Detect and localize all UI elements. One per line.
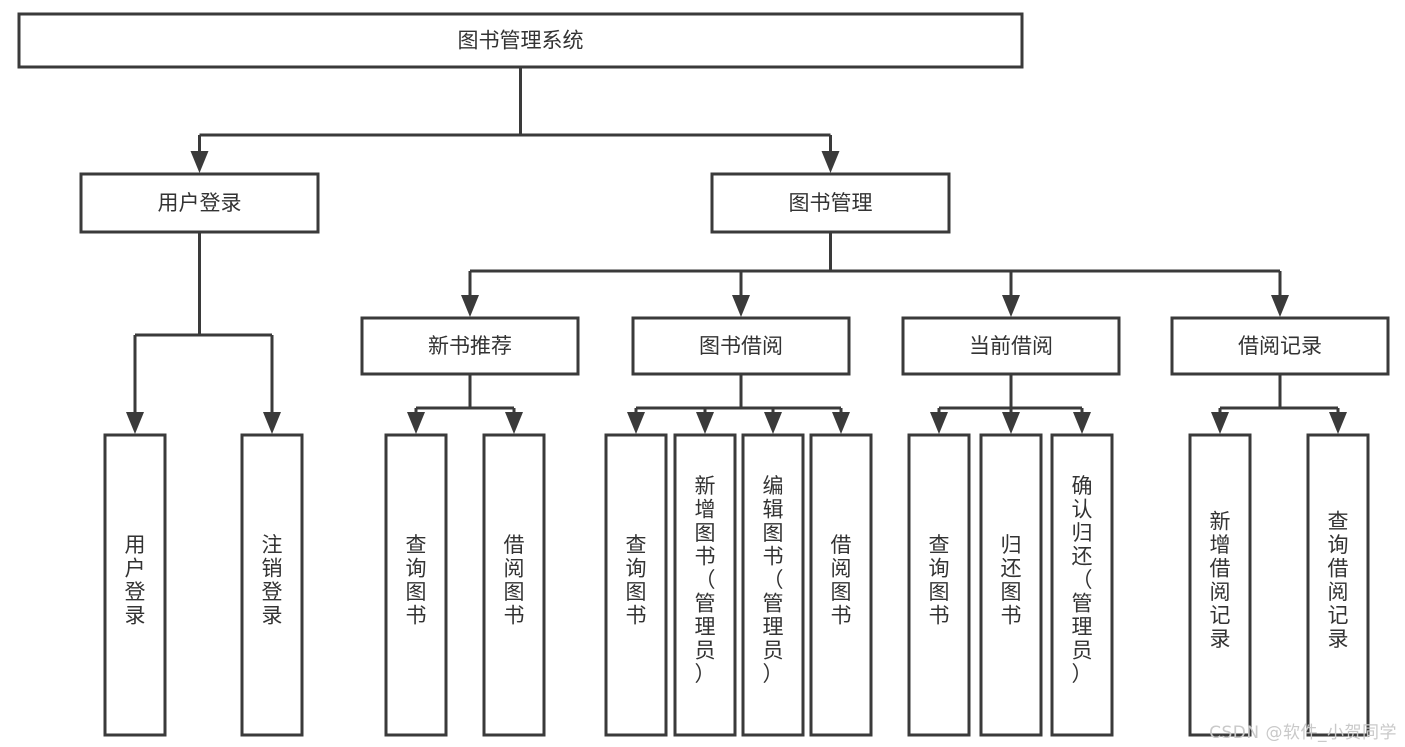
arrow-head-icon — [407, 412, 425, 434]
node-label: 用户登录 — [158, 191, 242, 215]
node-book-manage[interactable]: 图书管理 — [710, 172, 951, 234]
node-label: 图书管理 — [789, 191, 873, 215]
node-label: 查询图书 — [406, 533, 427, 628]
arrow-head-icon — [1211, 412, 1229, 434]
arrow-head-icon — [1002, 412, 1020, 434]
node-user-login-do[interactable]: 用户登录 — [103, 433, 167, 737]
arrow-head-icon — [461, 295, 479, 317]
node-label: 查询图书 — [626, 533, 647, 628]
node-box — [1050, 433, 1114, 737]
node-box — [901, 316, 1121, 376]
node-label: 确认归还（管理员） — [1072, 474, 1093, 686]
node-box — [809, 433, 873, 737]
node-cb-confirm-return[interactable]: 确认归还（管理员） — [1050, 433, 1114, 737]
node-box — [907, 433, 971, 737]
node-cb-return-book[interactable]: 归还图书 — [979, 433, 1043, 737]
node-box — [482, 433, 546, 737]
node-br-query-record[interactable]: 查询借阅记录 — [1306, 433, 1370, 737]
node-box — [741, 433, 805, 737]
arrow-head-icon — [627, 412, 645, 434]
node-box — [103, 433, 167, 737]
node-bb-query-book[interactable]: 查询图书 — [604, 433, 668, 737]
node-box — [631, 316, 851, 376]
node-box — [979, 433, 1043, 737]
node-user-logout[interactable]: 注销登录 — [240, 433, 304, 737]
node-label: 图书管理系统 — [458, 29, 584, 53]
arrow-head-icon — [696, 412, 714, 434]
node-box — [1170, 316, 1390, 376]
node-label: 查询图书 — [929, 533, 950, 628]
arrow-head-icon — [832, 412, 850, 434]
node-label: 编辑图书（管理员） — [763, 474, 784, 686]
node-box — [1188, 433, 1252, 737]
node-box — [360, 316, 580, 376]
node-br-add-record[interactable]: 新增借阅记录 — [1188, 433, 1252, 737]
node-box — [17, 12, 1024, 69]
node-new-book-recommend[interactable]: 新书推荐 — [360, 316, 580, 376]
node-box — [604, 433, 668, 737]
node-nbr-borrow-book[interactable]: 借阅图书 — [482, 433, 546, 737]
node-label: 注销登录 — [262, 533, 283, 628]
arrow-head-icon — [732, 295, 750, 317]
arrow-head-icon — [190, 151, 209, 173]
node-box — [384, 433, 448, 737]
arrow-head-icon — [1329, 412, 1347, 434]
arrow-head-icon — [1271, 295, 1289, 317]
arrow-head-icon — [821, 151, 840, 173]
arrow-head-icon — [263, 412, 281, 434]
node-root[interactable]: 图书管理系统 — [17, 12, 1024, 69]
node-label: 查询借阅记录 — [1328, 509, 1349, 651]
arrow-head-icon — [126, 412, 144, 434]
node-user-login[interactable]: 用户登录 — [79, 172, 320, 234]
arrow-head-icon — [930, 412, 948, 434]
node-label: 新书推荐 — [428, 334, 512, 358]
node-label: 归还图书 — [1001, 533, 1022, 628]
node-label: 新增图书（管理员） — [695, 474, 716, 686]
node-label: 借阅图书 — [504, 533, 525, 628]
node-bb-borrow-book[interactable]: 借阅图书 — [809, 433, 873, 737]
node-bb-add-book[interactable]: 新增图书（管理员） — [673, 433, 737, 737]
node-nbr-query-book[interactable]: 查询图书 — [384, 433, 448, 737]
node-box — [1306, 433, 1370, 737]
node-label: 图书借阅 — [699, 334, 783, 358]
connectors-layer — [126, 67, 1347, 434]
node-box — [710, 172, 951, 234]
node-label: 用户登录 — [125, 533, 146, 628]
node-book-borrow[interactable]: 图书借阅 — [631, 316, 851, 376]
node-label: 新增借阅记录 — [1210, 509, 1231, 651]
node-box — [79, 172, 320, 234]
arrow-head-icon — [764, 412, 782, 434]
node-bb-edit-book[interactable]: 编辑图书（管理员） — [741, 433, 805, 737]
nodes-layer: 图书管理系统用户登录用户登录注销登录图书管理新书推荐查询图书借阅图书图书借阅查询… — [17, 12, 1390, 737]
arrow-head-icon — [1002, 295, 1020, 317]
node-box — [673, 433, 737, 737]
arrow-head-icon — [1073, 412, 1091, 434]
node-label: 当前借阅 — [969, 334, 1053, 358]
arrow-head-icon — [505, 412, 523, 434]
node-borrow-record[interactable]: 借阅记录 — [1170, 316, 1390, 376]
node-cb-query-book[interactable]: 查询图书 — [907, 433, 971, 737]
node-label: 借阅图书 — [831, 533, 852, 628]
node-current-borrow[interactable]: 当前借阅 — [901, 316, 1121, 376]
node-label: 借阅记录 — [1238, 334, 1322, 358]
node-box — [240, 433, 304, 737]
csdn-watermark: CSDN @软件_小贺同学 — [1209, 723, 1397, 743]
